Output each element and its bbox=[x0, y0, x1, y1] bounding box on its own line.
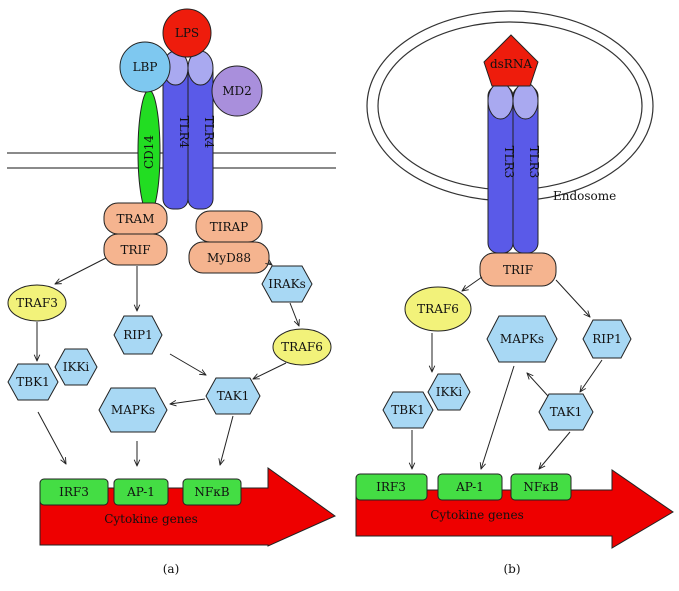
ap1-b-shape bbox=[437, 473, 503, 501]
arrow-trif-traf6 bbox=[462, 276, 483, 291]
tirap-label: TIRAP bbox=[210, 220, 249, 234]
rip1-a-label: RIP1 bbox=[123, 328, 152, 342]
tbk1-b-label: TBK1 bbox=[391, 403, 424, 417]
rip1-b-shape bbox=[582, 319, 632, 359]
md2-label: MD2 bbox=[222, 84, 252, 98]
traf6-a-label: TRAF6 bbox=[281, 340, 323, 354]
arrow-irak-traf6 bbox=[289, 302, 299, 326]
irak-label: IRAKs bbox=[268, 277, 306, 291]
panel-a-arrows bbox=[37, 257, 299, 466]
irf3-b-label: IRF3 bbox=[376, 480, 406, 494]
panel-b-caption: (b) bbox=[503, 562, 520, 576]
trif-b-label: TRIF bbox=[503, 263, 533, 277]
traf6-a-shape bbox=[272, 328, 332, 366]
tram-label: TRAM bbox=[117, 212, 155, 226]
traf3-label: TRAF3 bbox=[16, 296, 58, 310]
trif-a-label: TRIF bbox=[120, 243, 150, 257]
panel-b: Endosome TLR3 TLR3 dsRNA TRIF TRAF6 MAPK… bbox=[355, 10, 674, 576]
cytokine-genes-label-a: Cytokine genes bbox=[104, 512, 198, 526]
arrow-traf6-tak1 bbox=[253, 362, 287, 379]
lbp-label: LBP bbox=[133, 60, 158, 74]
arrow-rip1-tak1 bbox=[169, 353, 206, 375]
irf3-a-shape bbox=[39, 478, 109, 506]
lbp-shape bbox=[119, 41, 171, 93]
myd88-shape bbox=[188, 241, 270, 274]
myd88-label: MyD88 bbox=[207, 251, 251, 265]
trif-b-shape bbox=[479, 252, 557, 287]
cytokine-genes-arrow-a bbox=[39, 467, 336, 547]
lps-shape bbox=[162, 8, 212, 58]
ikki-a-label: IKKi bbox=[63, 360, 90, 374]
mapks-a-label: MAPKs bbox=[111, 403, 155, 417]
mapks-b-label: MAPKs bbox=[500, 332, 544, 346]
nfkb-a-label: NFκB bbox=[194, 485, 229, 499]
mapks-b-shape bbox=[486, 315, 558, 363]
dsrna-label: dsRNA bbox=[490, 57, 532, 71]
panel-a-caption: (a) bbox=[163, 562, 180, 576]
tlr3-left-cap bbox=[487, 82, 514, 120]
cytokine-genes-label-b: Cytokine genes bbox=[430, 508, 524, 522]
ikki-a-shape bbox=[54, 348, 98, 386]
tlr4-right-label: TLR4 bbox=[202, 116, 216, 149]
arrow-tbk1-irf3 bbox=[37, 411, 66, 464]
mapks-a-shape bbox=[98, 387, 168, 433]
tbk1-a-label: TBK1 bbox=[16, 375, 49, 389]
arrow-myd88-irak bbox=[268, 262, 272, 265]
nfkb-a-shape bbox=[182, 478, 242, 506]
tak1-a-shape bbox=[205, 377, 261, 415]
ap1-a-shape bbox=[113, 478, 169, 506]
cd14-label: CD14 bbox=[142, 135, 156, 169]
tlr3-right-label: TLR3 bbox=[527, 146, 541, 179]
arrow-tak1-mapks bbox=[170, 398, 206, 404]
cytokine-genes-arrow-b bbox=[355, 469, 674, 549]
tak1-b-shape bbox=[538, 393, 594, 431]
traf6-b-label: TRAF6 bbox=[417, 302, 459, 316]
nfkb-b-label: NFκB bbox=[523, 480, 558, 494]
traf6-b-shape bbox=[404, 286, 472, 332]
md2-shape bbox=[211, 65, 263, 117]
arrow-rip1-tak1 bbox=[580, 359, 603, 392]
rip1-a-shape bbox=[113, 315, 163, 355]
tak1-a-label: TAK1 bbox=[217, 389, 250, 403]
tbk1-a-shape bbox=[7, 363, 59, 401]
arrow-tak1-nfkb bbox=[220, 415, 234, 465]
irf3-a-label: IRF3 bbox=[59, 485, 89, 499]
tlr4-left-label: TLR4 bbox=[177, 116, 191, 149]
panel-b-arrows bbox=[412, 276, 603, 469]
panel-a: CD14 TLR4 TLR4 LPS LBP MD2 TRAM TRIF TIR… bbox=[7, 8, 336, 576]
irak-shape bbox=[261, 265, 313, 303]
ikki-b-label: IKKi bbox=[436, 385, 463, 399]
arrow-trif-rip1 bbox=[555, 279, 590, 317]
endosome-label: Endosome bbox=[553, 189, 616, 203]
nfkb-b-shape bbox=[510, 473, 572, 501]
ap1-a-label: AP-1 bbox=[126, 485, 155, 499]
arrow-tak1-mapks bbox=[527, 373, 549, 397]
lps-label: LPS bbox=[175, 26, 199, 40]
arrow-mapks-ap1 bbox=[481, 365, 515, 469]
tlr3-right-cap bbox=[512, 82, 539, 120]
tak1-b-label: TAK1 bbox=[550, 405, 583, 419]
tlr3-left-label: TLR3 bbox=[502, 146, 516, 179]
ap1-b-label: AP-1 bbox=[455, 480, 484, 494]
dsrna-shape bbox=[483, 34, 539, 87]
tbk1-b-shape bbox=[382, 391, 434, 429]
traf3-shape bbox=[7, 284, 67, 322]
ikki-b-shape bbox=[427, 373, 471, 411]
rip1-b-label: RIP1 bbox=[592, 332, 621, 346]
arrow-trif-traf3 bbox=[55, 257, 107, 284]
trif-a-shape bbox=[103, 233, 168, 266]
irf3-b-shape bbox=[355, 473, 428, 501]
arrow-tak1-nfkb bbox=[539, 431, 571, 469]
